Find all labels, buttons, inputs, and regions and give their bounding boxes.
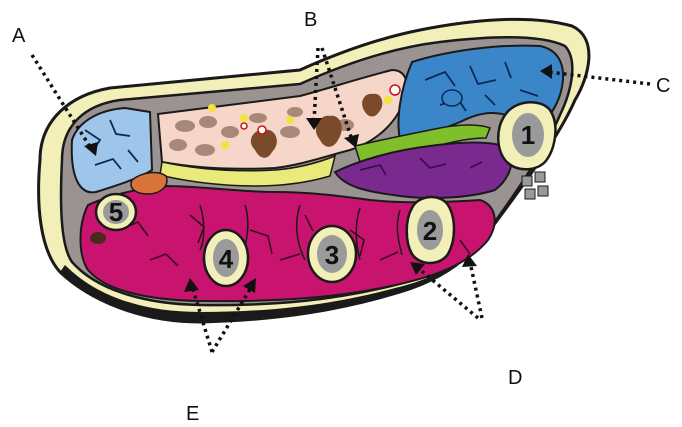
bone-5: 5	[96, 194, 136, 230]
grey-blocks	[522, 172, 548, 199]
blue-muscle-blob	[442, 90, 462, 106]
bone-1: 1	[498, 102, 555, 169]
label-b: B	[304, 9, 317, 31]
bone-4-number: 4	[219, 244, 234, 274]
bone-1-number: 1	[521, 120, 535, 150]
bone-4: 4	[204, 230, 248, 286]
label-c: C	[656, 75, 670, 97]
dark-spot	[90, 232, 106, 244]
bone-3-number: 3	[325, 240, 339, 270]
bone-2: 2	[407, 197, 454, 263]
bone-3: 3	[308, 226, 356, 282]
label-a: A	[12, 25, 26, 47]
label-e: E	[186, 403, 199, 425]
bone-5-number: 5	[109, 197, 123, 227]
bone-2-number: 2	[423, 216, 437, 246]
label-d: D	[508, 367, 522, 389]
